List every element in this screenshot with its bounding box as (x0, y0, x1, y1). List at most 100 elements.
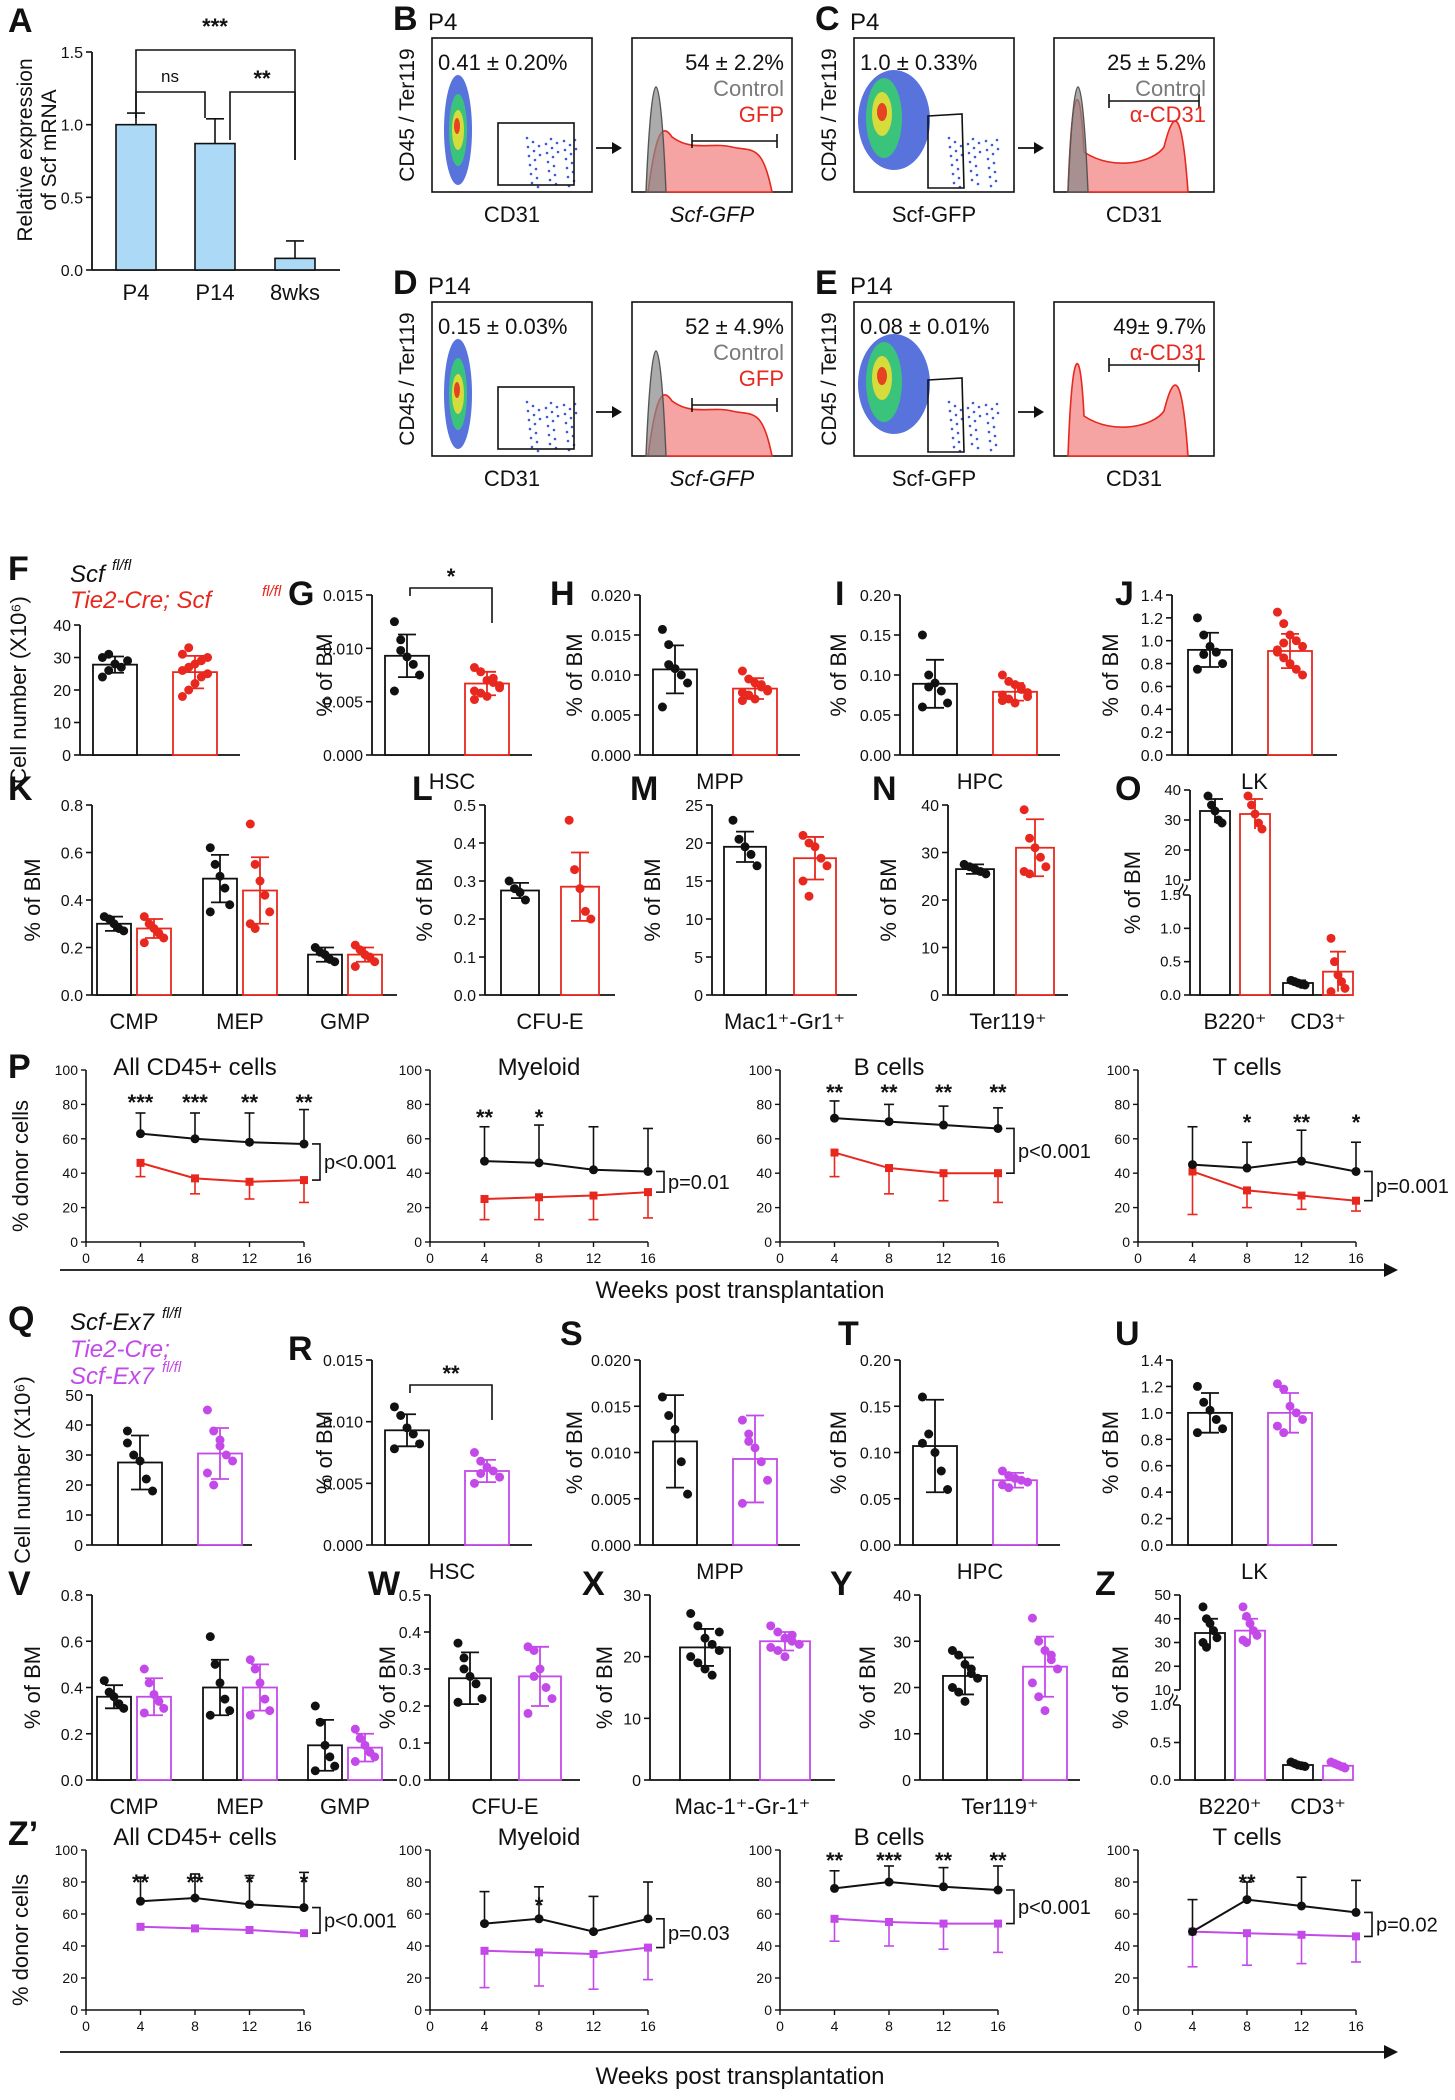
series-line (1192, 1170, 1357, 1202)
x-axis-label: Mac-1⁺-Gr-1⁺ (675, 1794, 811, 1819)
x-axis-label: HSC (429, 1559, 476, 1584)
data-point (1188, 1160, 1197, 1170)
y-axis-label: % of BM (640, 858, 665, 941)
y-tick-label: 0.010 (591, 1446, 631, 1463)
panel-letter: F (8, 550, 29, 588)
data-point (191, 1174, 199, 1183)
x-tick-label: 8 (535, 2018, 543, 2034)
data-point (664, 640, 674, 650)
pvalue-bracket (312, 1906, 321, 1934)
legend-positive: α-CD31 (1130, 340, 1206, 365)
y-tick-label: 60 (756, 1131, 772, 1147)
histogram-percentage: 52 ± 4.9% (685, 314, 784, 339)
event-dot (967, 415, 971, 419)
y-tick-label: 0.005 (323, 695, 363, 712)
significance-label: ** (1238, 1870, 1256, 1895)
data-point (495, 683, 505, 693)
data-point (1272, 1421, 1282, 1431)
y-tick-label: 100 (399, 1842, 423, 1858)
data-point (139, 1708, 149, 1718)
event-dot (564, 421, 568, 425)
event-dot (968, 424, 972, 428)
data-point (707, 1670, 717, 1680)
timeline-label: Weeks post transplantation (595, 1277, 884, 1304)
event-dot (972, 410, 976, 414)
event-dot (957, 176, 961, 180)
data-point (396, 1411, 406, 1420)
x-tick-label: 12 (1294, 2018, 1310, 2034)
data-point (1040, 1706, 1050, 1716)
data-point (209, 1426, 219, 1436)
data-point (954, 1650, 964, 1660)
timeline-arrowhead (1384, 1263, 1398, 1277)
data-point (477, 1694, 487, 1704)
y-tick-label: 20 (921, 893, 939, 910)
density-blob (454, 118, 460, 134)
y-axis-label: % of BM (412, 858, 437, 941)
data-point (580, 906, 590, 916)
data-point (350, 1757, 360, 1766)
pvalue-label: p<0.001 (324, 1152, 397, 1174)
panel-letter: N (872, 770, 897, 808)
bar (992, 1479, 1038, 1546)
event-dot (989, 448, 993, 452)
x-tick-label: 0 (776, 1250, 784, 1266)
event-dot (951, 172, 955, 176)
y-tick-label: 0.4 (454, 836, 476, 853)
y-tick-label: 60 (62, 1906, 78, 1922)
panel-letter: W (368, 1565, 401, 1603)
panel-letter: X (582, 1565, 605, 1603)
data-point (1188, 1167, 1197, 1176)
pvalue-bracket (1364, 1170, 1373, 1202)
panel-letter: Q (8, 1300, 34, 1338)
x-tick-label: 16 (296, 2018, 312, 2034)
event-dot (570, 161, 574, 165)
event-dot (568, 407, 572, 411)
event-dot (956, 167, 960, 171)
x-tick-label: 8 (535, 1250, 543, 1266)
data-point (1198, 1602, 1208, 1612)
y-tick-label: 0.20 (860, 588, 891, 605)
gate (497, 386, 575, 450)
y-tick-label: 100 (1107, 1062, 1131, 1078)
data-point (1209, 1626, 1218, 1636)
data-point (1247, 800, 1256, 810)
data-point (534, 1158, 544, 1168)
legend-wt-sup: fl/fl (162, 1305, 182, 1322)
y-tick-label: 0.005 (591, 1492, 631, 1509)
y-axis-label: % of BM (1108, 1646, 1133, 1729)
data-point (756, 1457, 766, 1467)
data-point (389, 617, 399, 627)
x-category-label: CMP (110, 1794, 159, 1819)
data-point (1245, 1619, 1255, 1628)
series-line (140, 1896, 305, 1909)
series-line (484, 1191, 649, 1200)
panel-letter: P (8, 1048, 31, 1086)
event-dot (988, 175, 992, 179)
data-point (1285, 1401, 1295, 1411)
bar (274, 257, 316, 271)
significance-label: ** (935, 1080, 953, 1105)
y-tick-label: 20 (62, 1200, 78, 1216)
data-point (541, 1683, 551, 1692)
event-dot (555, 141, 559, 145)
event-dot (992, 425, 996, 429)
gate-arrowhead (1034, 406, 1044, 418)
data-point (355, 1733, 365, 1743)
event-dot (550, 410, 554, 414)
event-dot (957, 440, 961, 444)
y-tick-label: 0.000 (591, 748, 631, 765)
series-line (1192, 1160, 1357, 1173)
data-point (943, 698, 953, 708)
y-tick-label: 10 (53, 716, 71, 733)
event-dot (548, 178, 552, 182)
data-point (1242, 1895, 1252, 1905)
y-tick-label: 0.015 (591, 628, 631, 645)
significance-label: *** (128, 1090, 154, 1115)
y-tick-label: 80 (1114, 1874, 1130, 1890)
y-tick-label: 0.0 (1141, 1538, 1163, 1555)
legend-cre: Tie2-Cre; (70, 1336, 170, 1363)
data-point (480, 1919, 489, 1929)
data-point (1211, 647, 1221, 657)
x-axis-label: LK (1241, 769, 1268, 794)
